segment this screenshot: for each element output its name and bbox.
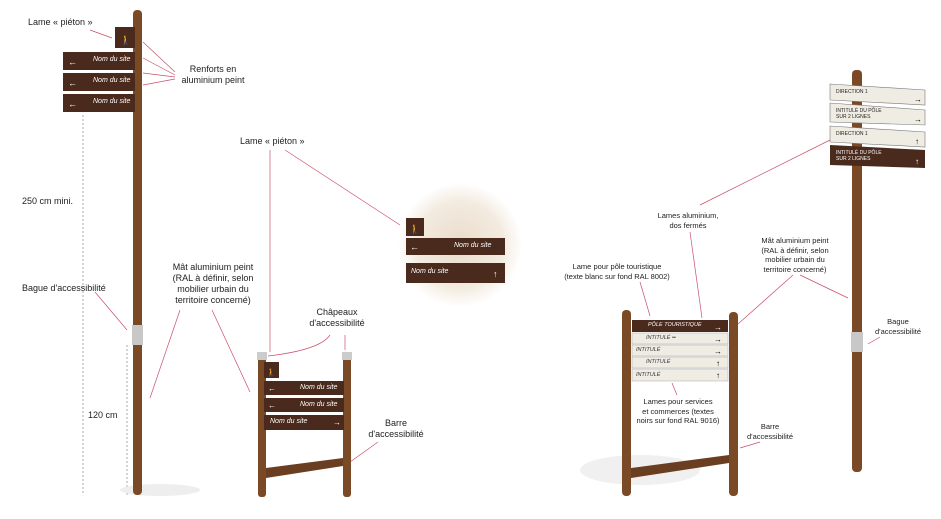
sign-text: INTITULÉ	[646, 359, 671, 365]
svg-text:→: →	[714, 347, 722, 356]
svg-text:🚶: 🚶	[409, 223, 420, 234]
label-lame-pole: Lame pour pôle touristique(texte blanc s…	[564, 262, 670, 281]
sign-text: INTITULÉ	[636, 372, 661, 378]
label-bague: Bague d'accessibilité	[22, 283, 106, 293]
svg-text:🚶: 🚶	[266, 367, 276, 377]
svg-text:→: →	[333, 418, 341, 427]
svg-text:←: ←	[68, 78, 77, 88]
sign-text: Nom du site	[93, 56, 131, 63]
svg-text:↑: ↑	[915, 137, 919, 146]
sign-text: Nom du site	[270, 418, 308, 425]
svg-text:↑: ↑	[716, 359, 720, 368]
svg-text:←: ←	[268, 401, 276, 410]
sign-text: Nom du site	[300, 401, 338, 408]
sign-text: SUR 2 LIGNES	[836, 156, 871, 162]
svg-text:←: ←	[68, 57, 77, 67]
sign-text: SUR 2 LIGNES	[836, 114, 871, 120]
svg-text:←: ←	[68, 99, 77, 109]
label-lame-pieton: Lame « piéton »	[28, 17, 93, 27]
sign-text: Nom du site	[454, 242, 492, 249]
svg-text:←: ←	[268, 384, 276, 393]
sign-text: DIRECTION 1	[836, 131, 868, 137]
label-mat-2: Mât aluminium peint(RAL à définir, selon…	[761, 236, 829, 274]
sign-text: INTITULÉ DU PÔLE	[836, 108, 882, 114]
svg-text:↑: ↑	[716, 371, 720, 380]
sign-text: INTITULÉ ••	[646, 335, 676, 341]
label-lames-alu: Lames aluminium,dos fermés	[657, 211, 719, 230]
svg-text:→: →	[914, 115, 922, 124]
sign-text: INTITULÉ	[636, 347, 661, 353]
sign-text: Nom du site	[93, 98, 131, 105]
svg-text:↑: ↑	[915, 157, 919, 166]
sign-text: Nom du site	[93, 77, 131, 84]
detail-zoom: ← ↑ 🚶	[398, 183, 522, 307]
frame-sign-middle: ← ← → 🚶	[257, 352, 352, 497]
svg-text:→: →	[914, 95, 922, 104]
svg-text:→: →	[714, 323, 722, 332]
svg-text:↑: ↑	[493, 269, 498, 279]
svg-text:←: ←	[410, 242, 419, 252]
sign-text: DIRECTION 1	[836, 89, 868, 95]
sign-text: INTITULÉ DU PÔLE	[836, 150, 882, 156]
label-height-250: 250 cm mini.	[22, 196, 74, 206]
label-height-120: 120 cm	[88, 410, 118, 420]
sign-text: PÔLE TOURISTIQUE	[648, 322, 702, 328]
sign-text: Nom du site	[300, 384, 338, 391]
leader-lines	[89, 29, 881, 463]
frame-sign-right: → → → ↑ ↑	[580, 310, 738, 496]
label-lame-pieton-2: Lame « piéton »	[240, 136, 305, 146]
svg-text:→: →	[714, 335, 722, 344]
sign-text: Nom du site	[411, 268, 449, 275]
pole-sign-left: ← ← ← 🚶	[63, 10, 200, 496]
pole-sign-right: → → ↑ ↑	[829, 70, 926, 472]
svg-text:🚶: 🚶	[120, 34, 131, 45]
label-mat: Mât aluminium peint(RAL à définir, selon…	[172, 262, 254, 305]
